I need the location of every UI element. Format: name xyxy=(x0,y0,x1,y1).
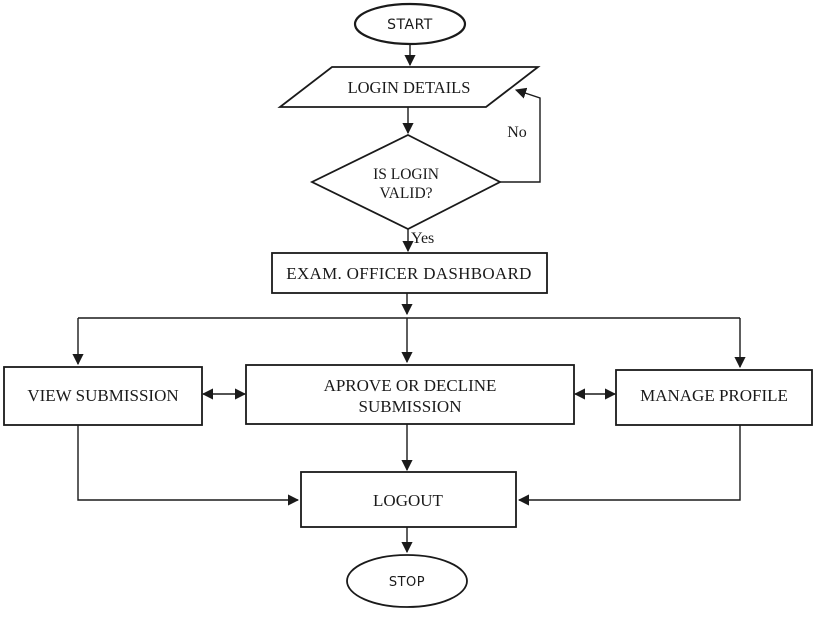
logout-rect-shape xyxy=(300,471,517,528)
edge-label-yes: Yes xyxy=(411,230,434,247)
node-exam-officer-dashboard: EXAM. OFFICER DASHBOARD xyxy=(271,252,548,294)
is-login-valid-label-line1: IS LOGIN xyxy=(373,166,439,183)
login-details-label: LOGIN DETAILS xyxy=(348,78,471,97)
approve-decline-label-line1: APROVE OR DECLINE xyxy=(324,376,497,395)
node-approve-decline-submission: APROVE OR DECLINE SUBMISSION xyxy=(245,364,575,425)
view-submission-rect-shape xyxy=(3,366,203,426)
logout-label: LOGOUT xyxy=(373,491,443,510)
edge-decision-no-loop xyxy=(500,87,541,183)
exam-officer-dashboard-rect-shape xyxy=(271,252,548,294)
node-login-details: LOGIN DETAILS xyxy=(277,66,541,108)
node-view-submission: VIEW SUBMISSION xyxy=(3,366,203,426)
stop-terminator-shape xyxy=(346,554,468,608)
node-start: START xyxy=(353,2,467,46)
node-is-login-valid: IS LOGIN VALID? xyxy=(309,133,502,231)
is-login-valid-diamond-shape xyxy=(309,133,502,231)
start-terminator-shape xyxy=(353,2,467,46)
exam-officer-dashboard-label: EXAM. OFFICER DASHBOARD xyxy=(286,264,531,283)
stop-label: STOP xyxy=(389,575,425,590)
edge-label-no: No xyxy=(507,124,527,141)
approve-decline-label-line2: SUBMISSION xyxy=(359,397,462,416)
is-login-valid-label-line2: VALID? xyxy=(379,185,432,202)
start-label: START xyxy=(387,17,433,33)
manage-profile-rect-shape xyxy=(615,369,813,426)
manage-profile-label: MANAGE PROFILE xyxy=(640,386,788,405)
node-logout: LOGOUT xyxy=(300,471,517,528)
approve-decline-submission-rect-shape xyxy=(245,364,575,425)
node-stop: STOP xyxy=(346,554,468,608)
login-details-parallelogram-shape xyxy=(277,66,541,108)
edge-view-logout xyxy=(77,425,300,506)
view-submission-label: VIEW SUBMISSION xyxy=(27,386,178,405)
edge-manage-logout xyxy=(517,425,741,506)
node-manage-profile: MANAGE PROFILE xyxy=(615,369,813,426)
